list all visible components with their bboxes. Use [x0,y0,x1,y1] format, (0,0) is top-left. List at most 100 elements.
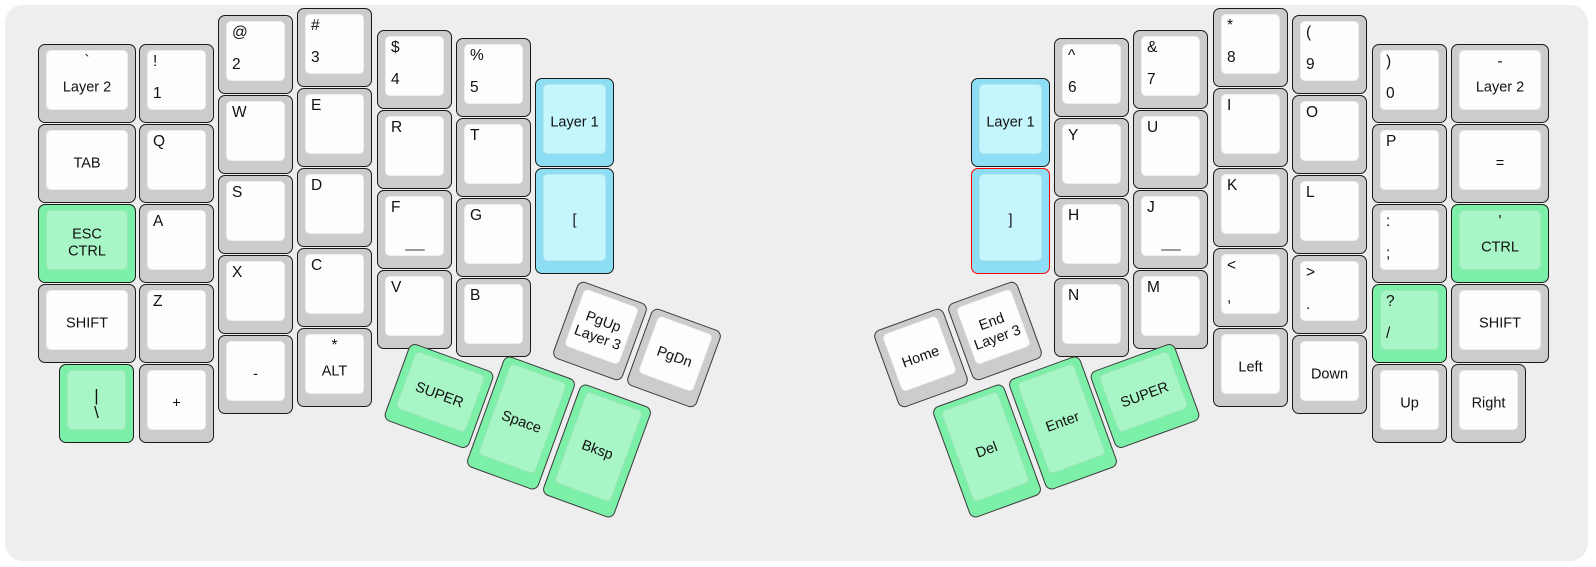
key-up[interactable]: Up [1372,364,1447,443]
key-g[interactable]: G [456,198,531,277]
key-dollar-4[interactable]: $4 [377,30,452,109]
key-v[interactable]: V [377,270,452,349]
key-legend: %5 [457,39,530,116]
key-z[interactable]: Z [139,284,214,363]
key-p[interactable]: P [1372,124,1447,203]
keycap-surface [147,50,206,110]
legend-base: U [1147,119,1159,136]
key-equals[interactable]: = [1451,124,1549,203]
keycap-surface [226,181,285,241]
key-ctrl[interactable]: 'CTRL [1451,204,1549,283]
key-legend: ESC CTRL [39,205,135,282]
key-legend: (9 [1293,16,1366,93]
keycap-surface [1300,181,1359,241]
key-amp-7[interactable]: &7 [1133,30,1208,109]
key-gt-period[interactable]: >. [1292,255,1367,334]
legend-base: J [1147,199,1155,216]
key-legend: | \ [60,365,133,442]
key-hash-3[interactable]: #3 [297,8,372,87]
keycap-surface [1300,261,1359,321]
key-c[interactable]: C [297,248,372,327]
key-alt[interactable]: *ALT [297,328,372,407]
key-t[interactable]: T [456,118,531,197]
key-plus[interactable]: + [139,364,214,443]
key-at-2[interactable]: @2 [218,15,293,94]
key-legend: )0 [1373,45,1446,122]
key-u[interactable]: U [1133,110,1208,189]
keycap-surface [46,50,128,110]
key-layer-1[interactable]: Layer 1 [971,78,1050,167]
key-pipe-backslash[interactable]: | \ [59,364,134,443]
legend-base: 6 [1068,79,1077,96]
key-l[interactable]: L [1292,175,1367,254]
key-layer-1[interactable]: Layer 1 [535,78,614,167]
key-layer-2[interactable]: -Layer 2 [1451,44,1549,123]
key-bracket-left[interactable]: [ [535,168,614,274]
key-colon-semicolon[interactable]: :; [1372,204,1447,283]
key-r[interactable]: R [377,110,452,189]
legend-base: 2 [232,56,241,73]
key-n[interactable]: N [1054,278,1129,357]
key-lt-comma[interactable]: <, [1213,248,1288,327]
keycap-surface [1380,130,1439,190]
key-star-8[interactable]: *8 [1213,8,1288,87]
key-q[interactable]: Q [139,124,214,203]
key-x[interactable]: X [218,255,293,334]
key-legend: Layer 1 [536,79,613,166]
key-m[interactable]: M [1133,270,1208,349]
key-o[interactable]: O [1292,95,1367,174]
key-d[interactable]: D [297,168,372,247]
key-w[interactable]: W [218,95,293,174]
key-i[interactable]: I [1213,88,1288,167]
key-esc-ctrl[interactable]: ESC CTRL [38,204,136,283]
key-legend: W [219,96,292,173]
legend-base: SUPER [1118,379,1171,412]
key-exclaim-1[interactable]: !1 [139,44,214,123]
legend-base: A [153,213,164,230]
key-legend: #3 [298,9,371,86]
legend-base: Layer 2 [62,79,112,96]
key-minus[interactable]: - [218,335,293,414]
key-caret-6[interactable]: ^6 [1054,38,1129,117]
key-j[interactable]: J [1133,190,1208,269]
key-paren-0[interactable]: )0 [1372,44,1447,123]
key-b[interactable]: B [456,278,531,357]
keycap-surface [1380,210,1439,270]
key-h[interactable]: H [1054,198,1129,277]
keycap-surface [1141,276,1200,336]
key-down[interactable]: Down [1292,335,1367,414]
legend-base: PgDn [654,343,695,372]
key-bracket-right[interactable]: ] [971,168,1050,274]
keycap-surface [385,196,444,256]
key-layer-2[interactable]: `Layer 2 [38,44,136,123]
keycap-surface [1380,370,1439,430]
key-pct-5[interactable]: %5 [456,38,531,117]
key-tab[interactable]: TAB [38,124,136,203]
key-legend: Right [1452,365,1525,442]
key-shift[interactable]: SHIFT [38,284,136,363]
legend-base: F [391,199,401,216]
key-k[interactable]: K [1213,168,1288,247]
legend-base: [ [572,212,577,229]
key-s[interactable]: S [218,175,293,254]
key-e[interactable]: E [297,88,372,167]
key-f[interactable]: F [377,190,452,269]
legend-base: TAB [73,154,101,171]
key-right[interactable]: Right [1451,364,1526,443]
keycap-surface [1062,44,1121,104]
key-paren-9[interactable]: (9 [1292,15,1367,94]
legend-base: 3 [311,49,320,66]
key-y[interactable]: Y [1054,118,1129,197]
keycap-surface [46,210,128,270]
key-legend: 'CTRL [1452,205,1548,282]
key-a[interactable]: A [139,204,214,283]
key-question-slash[interactable]: ?/ [1372,284,1447,363]
legend-base: , [1227,289,1232,306]
legend-base: W [232,104,247,121]
key-left[interactable]: Left [1213,328,1288,407]
keycap-surface [1141,116,1200,176]
keycap-surface [226,101,285,161]
key-legend: A [140,205,213,282]
key-shift[interactable]: SHIFT [1451,284,1549,363]
key-legend: !1 [140,45,213,122]
